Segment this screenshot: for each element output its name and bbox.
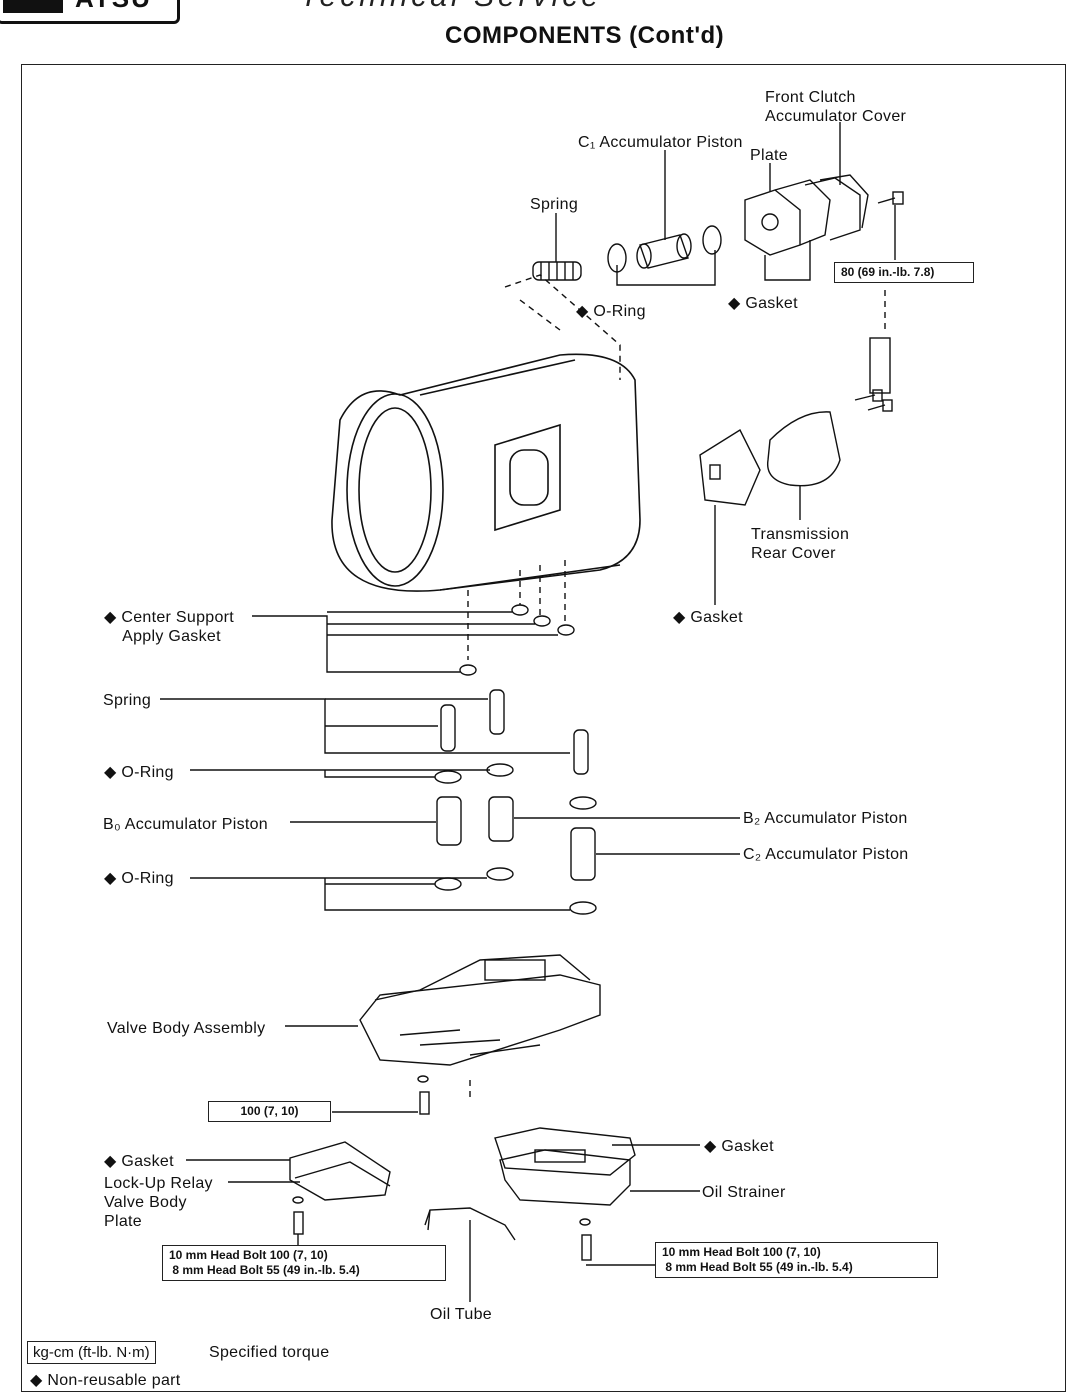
gasket-lower-left-label: ◆ Gasket <box>104 1153 174 1170</box>
oil-tube-label: Oil Tube <box>430 1306 492 1323</box>
center-support-gaskets <box>459 604 575 676</box>
o-ring-top-label: ◆ O-Ring <box>576 303 646 320</box>
rear-cover-label: Transmission Rear Cover <box>751 526 850 562</box>
o-ring-2-label: ◆ O-Ring <box>104 870 174 887</box>
gasket-mid-label: ◆ Gasket <box>673 609 743 626</box>
legend-unit-box: kg-cm (ft-lb. N·m) <box>27 1341 156 1364</box>
gasket-lower-right-label: ◆ Gasket <box>704 1138 774 1155</box>
spring-mid-label: Spring <box>103 692 152 709</box>
front-clutch-cover-label: Front Clutch Accumulator Cover <box>765 89 907 125</box>
transmission-rear-cover <box>766 411 841 487</box>
c1-piston-label: C₁ Accumulator Piston <box>578 134 743 151</box>
springs-mid <box>440 689 589 775</box>
lockup-plate-label: Lock-Up Relay Valve Body Plate <box>104 1175 213 1230</box>
bolt <box>867 399 893 412</box>
logo-mark <box>3 0 63 13</box>
rear-cover-gasket <box>699 428 761 506</box>
b0-piston-label: B₀ Accumulator Piston <box>103 816 269 833</box>
plate-and-cover <box>744 174 869 256</box>
leader-line <box>616 250 716 286</box>
torque-top-right: 80 (69 in.-lb. 7.8) <box>834 262 974 283</box>
accumulator-pistons <box>436 796 596 881</box>
gasket-top-label: ◆ Gasket <box>728 295 798 312</box>
o-ring <box>607 243 627 273</box>
leader-line <box>764 240 811 281</box>
plate-label: Plate <box>750 147 788 164</box>
center-support-label: ◆ Center Support Apply Gasket <box>104 609 235 645</box>
c2-piston-label: C₂ Accumulator Piston <box>743 846 909 863</box>
brand-logo: ATSU <box>0 0 180 24</box>
spring-top-label: Spring <box>530 196 579 213</box>
legend-unit-desc: Specified torque <box>209 1344 330 1361</box>
bolt <box>877 191 904 205</box>
bolt-shank <box>869 337 891 394</box>
torque-head-bolts-left: 10 mm Head Bolt 100 (7, 10) 8 mm Head Bo… <box>162 1245 446 1281</box>
c1-accumulator-piston <box>636 233 692 269</box>
valve-body-assembly <box>359 954 601 1066</box>
b2-piston-label: B₂ Accumulator Piston <box>743 810 908 827</box>
oil-strainer <box>494 1127 636 1206</box>
torque-valve-body: 100 (7, 10) <box>208 1101 331 1122</box>
torque-head-bolts-right: 10 mm Head Bolt 100 (7, 10) 8 mm Head Bo… <box>655 1242 938 1278</box>
lock-up-relay-plate <box>289 1141 391 1201</box>
logo-text: ATSU <box>75 0 152 14</box>
section-header: Technical Service <box>300 0 602 14</box>
transmission-case <box>331 353 641 592</box>
oil-tube <box>424 1207 516 1241</box>
o-rings-mid <box>434 763 597 915</box>
valve-body-label: Valve Body Assembly <box>107 1020 266 1037</box>
diagram-frame <box>21 64 1066 1392</box>
spring-top <box>532 261 582 281</box>
o-ring <box>702 225 722 255</box>
oil-strainer-label: Oil Strainer <box>702 1184 786 1201</box>
bolt <box>854 389 883 402</box>
legend-non-reusable: ◆ Non-reusable part <box>30 1372 181 1389</box>
page-title: COMPONENTS (Cont'd) <box>445 22 725 49</box>
o-ring-1-label: ◆ O-Ring <box>104 764 174 781</box>
